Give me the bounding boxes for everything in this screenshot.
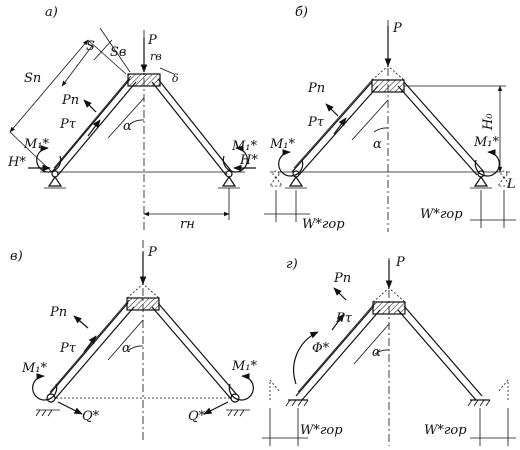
panel-d-pn-arrow xyxy=(333,287,347,301)
panel-d-left-support xyxy=(269,378,309,407)
panel-c-right-moment-label: M₁* xyxy=(231,359,258,374)
panel-b-left-moment-arc xyxy=(278,149,304,177)
panel-d-left-leg xyxy=(295,302,381,401)
panel-c-right-moment-arc xyxy=(228,373,254,401)
panel-c: в) α P xyxy=(10,240,258,440)
panel-c-pn-label: Pп xyxy=(49,305,67,320)
panel-b-right-moment-label: M₁* xyxy=(473,135,500,150)
panel-d-right-leg xyxy=(397,305,483,401)
panel-a-left-support xyxy=(44,170,66,189)
panel-b-left-moment-label: M₁* xyxy=(269,137,296,152)
panel-d-phi-label: Φ* xyxy=(312,341,330,356)
panel-d-tag: г) xyxy=(286,257,298,272)
panel-d-alpha-arc xyxy=(374,349,390,355)
panel-a-rv-label: rв xyxy=(150,50,162,63)
panel-a-rh-label: rн xyxy=(180,217,195,232)
panel-c-right-leg xyxy=(151,302,239,401)
panel-b-h0-label: H₀ xyxy=(481,113,496,131)
panel-c-left-moment-arc xyxy=(32,373,58,401)
panel-b-right-leg xyxy=(397,81,485,176)
panel-a-right-leg xyxy=(151,78,233,176)
panel-b: б) α P xyxy=(264,5,516,232)
panel-a-left-leg xyxy=(51,75,137,176)
panel-a-alpha-label: α xyxy=(123,119,132,134)
panel-c-left-leg xyxy=(47,299,135,401)
panel-c-load-label: P xyxy=(147,245,157,260)
panel-d-right-support xyxy=(467,378,509,407)
panel-a-left-moment-label: M₁* xyxy=(23,137,50,152)
panel-a-right-h-label: H* xyxy=(239,153,258,168)
panel-d-right-w-label: W*гор xyxy=(424,423,467,438)
panel-b-pt-label: Pτ xyxy=(307,115,325,130)
panel-a-pt-label: Pτ xyxy=(59,117,77,132)
panel-a-delta-label: δ xyxy=(172,72,179,85)
panel-a-load-label: P xyxy=(147,33,157,48)
panel-b-l-label: L xyxy=(506,177,516,192)
panel-b-right-moment-arc xyxy=(474,149,500,177)
panel-c-tag: в) xyxy=(10,249,23,264)
panel-c-pn-arrow xyxy=(73,315,89,329)
panel-b-right-support xyxy=(470,170,511,189)
panel-a: а) α P xyxy=(7,5,258,232)
panel-a-left-h-label: H* xyxy=(7,155,26,170)
panel-d-alpha-label: α xyxy=(372,345,381,360)
panel-d-left-w-label: W*гор xyxy=(300,423,343,438)
panel-a-s-label: S xyxy=(86,39,95,54)
panel-b-left-leg xyxy=(291,78,379,176)
panel-d-pt-arrow xyxy=(331,313,345,331)
panel-b-tag: б) xyxy=(295,5,308,20)
panel-b-load-label: P xyxy=(392,21,402,36)
panel-d-pt-label: Pτ xyxy=(335,311,353,326)
panel-d-pn-label: Pп xyxy=(333,271,351,286)
panel-a-se-label: Sв xyxy=(110,45,126,60)
panel-a-pn-label: Pп xyxy=(61,93,79,108)
panel-d: г) α P xyxy=(262,255,516,446)
panel-a-sn-label: Sп xyxy=(24,71,41,86)
panel-d-phi-arc xyxy=(293,331,319,385)
panel-a-alpha-arc xyxy=(129,119,145,125)
panel-c-left-moment-label: M₁* xyxy=(21,361,48,376)
panel-b-alpha-label: α xyxy=(373,137,382,152)
panel-c-pt-arrow xyxy=(83,335,97,353)
panel-a-pn-arrow xyxy=(83,99,97,113)
panel-a-tag: а) xyxy=(45,5,58,20)
panel-c-alpha-arc xyxy=(128,345,144,351)
panel-a-right-moment-label: M₁* xyxy=(231,139,258,154)
panel-b-pt-arrow xyxy=(333,117,347,135)
panel-b-right-w-label: W*гор xyxy=(420,207,463,222)
panel-b-pn-arrow xyxy=(325,103,339,117)
panel-b-pn-label: Pп xyxy=(307,81,325,96)
panel-b-alpha-arc xyxy=(373,127,389,133)
panel-b-left-support xyxy=(269,170,307,189)
panel-c-alpha-label: α xyxy=(122,341,131,356)
panel-a-right-moment-arc xyxy=(222,145,248,173)
panel-c-right-q-arrow xyxy=(203,401,229,415)
panel-a-left-moment-arc xyxy=(36,145,62,173)
panel-c-left-q-arrow xyxy=(57,401,83,415)
panel-a-right-support xyxy=(218,170,240,189)
panel-a-pt-arrow xyxy=(87,119,101,137)
panel-b-left-w-label: W*гор xyxy=(302,217,345,232)
panel-d-load-label: P xyxy=(395,255,405,270)
panel-c-right-q-label: Q* xyxy=(188,409,206,424)
panel-c-pt-label: Pτ xyxy=(59,341,77,356)
panel-c-left-q-label: Q* xyxy=(82,409,100,424)
